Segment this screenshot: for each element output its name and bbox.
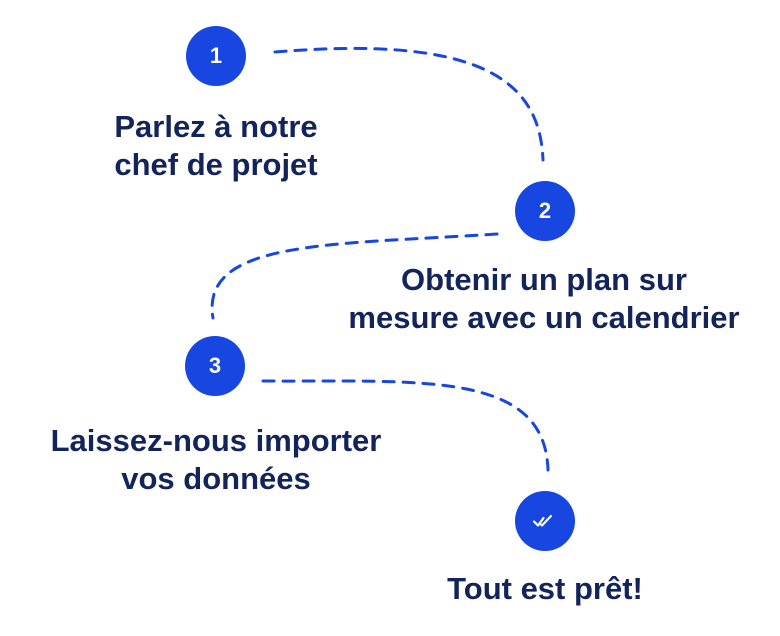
step-1-number: 1	[209, 43, 223, 68]
double-check-icon	[515, 491, 575, 551]
step-3-label-line-1: Laissez-nous importer	[50, 423, 382, 458]
connector-1-2	[273, 46, 545, 162]
step-1-label-line-2: chef de projet	[114, 147, 318, 182]
step-2-label: Obtenir un plan sur mesure avec un calen…	[308, 261, 780, 337]
step-1-label-line-1: Parlez à notre	[114, 109, 318, 144]
step-2-number-badge: 2	[515, 181, 575, 241]
step-3-number: 3	[208, 353, 222, 378]
step-3-label-line-2: vos données	[121, 461, 311, 496]
step-2-number: 2	[538, 198, 552, 223]
step-1-label: Parlez à notre chef de projet	[95, 108, 337, 184]
step-2-label-line-1: Obtenir un plan sur	[401, 262, 687, 297]
final-label-text: Tout est prêt!	[447, 571, 643, 606]
connector-2-3	[210, 232, 499, 320]
final-label: Tout est prêt!	[420, 570, 670, 608]
connector-3-final	[261, 379, 550, 472]
step-3-label: Laissez-nous importer vos données	[20, 422, 412, 498]
step-3-number-badge: 3	[185, 336, 245, 396]
step-2-label-line-2: mesure avec un calendrier	[348, 300, 740, 335]
step-1-number-badge: 1	[186, 26, 246, 86]
